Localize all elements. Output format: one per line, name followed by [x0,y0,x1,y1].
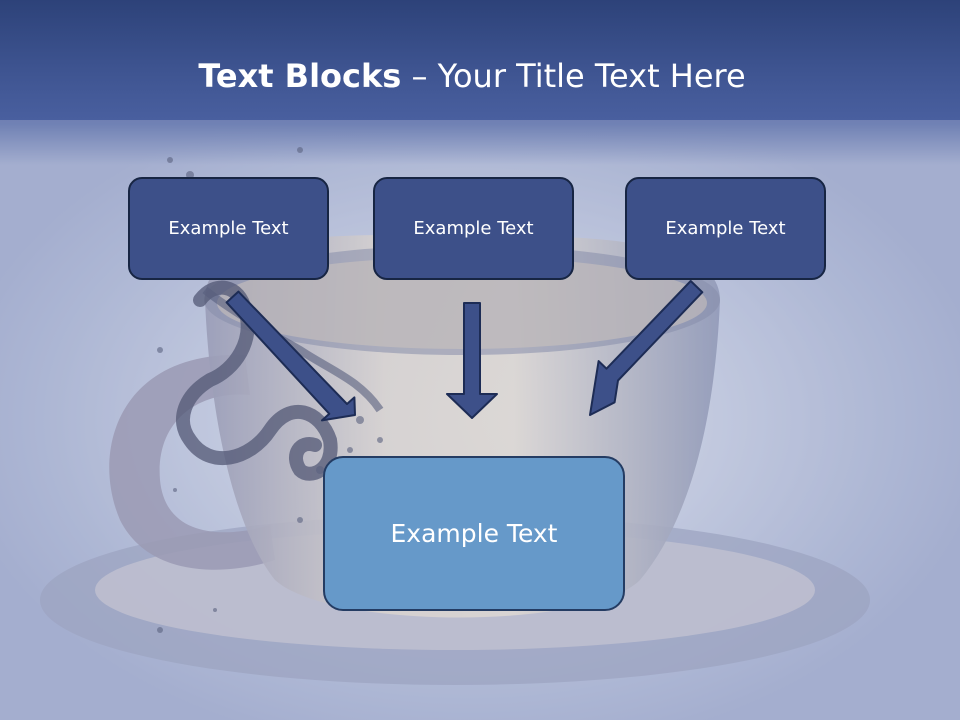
arrow-right-diagonal [589,280,704,416]
text-block-target: Example Text [323,456,625,611]
header-band [0,0,960,165]
text-block-right: Example Text [625,177,826,280]
text-block-left: Example Text [128,177,329,280]
title-bold: Text Blocks [198,57,402,95]
title-rest: – Your Title Text Here [411,57,746,95]
page-title: Text Blocks – Your Title Text Here [0,56,944,96]
text-block-middle: Example Text [373,177,574,280]
arrow-left-diagonal [225,290,356,422]
arrow-middle-down [446,302,498,419]
